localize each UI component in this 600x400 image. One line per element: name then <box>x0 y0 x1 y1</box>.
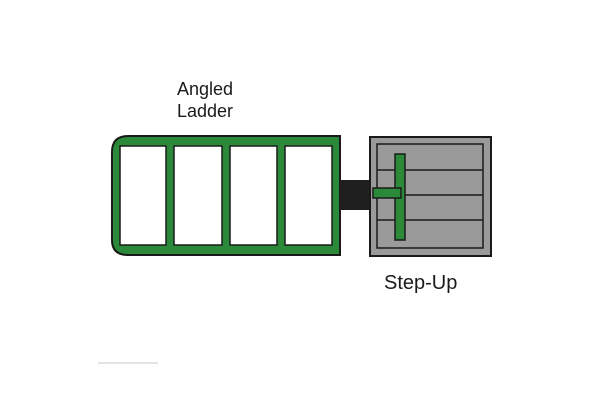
ladder-cell-4 <box>284 145 333 246</box>
ladder-cell-3 <box>229 145 278 246</box>
step-up <box>369 136 492 257</box>
ladder-cell-2 <box>173 145 223 246</box>
step-up-label: Step-Up <box>384 272 458 294</box>
angled-ladder-label: Angled Ladder <box>160 78 250 122</box>
angled-ladder <box>111 135 341 256</box>
angled-ladder-label-line1: Angled <box>176 79 234 99</box>
angled-ladder-frame-outline <box>111 135 341 256</box>
angled-ladder-label-line2: Ladder <box>176 101 234 121</box>
ladder-connector <box>340 180 370 210</box>
step-up-handle-crossbar <box>372 187 402 199</box>
ladder-cell-1 <box>119 145 167 246</box>
